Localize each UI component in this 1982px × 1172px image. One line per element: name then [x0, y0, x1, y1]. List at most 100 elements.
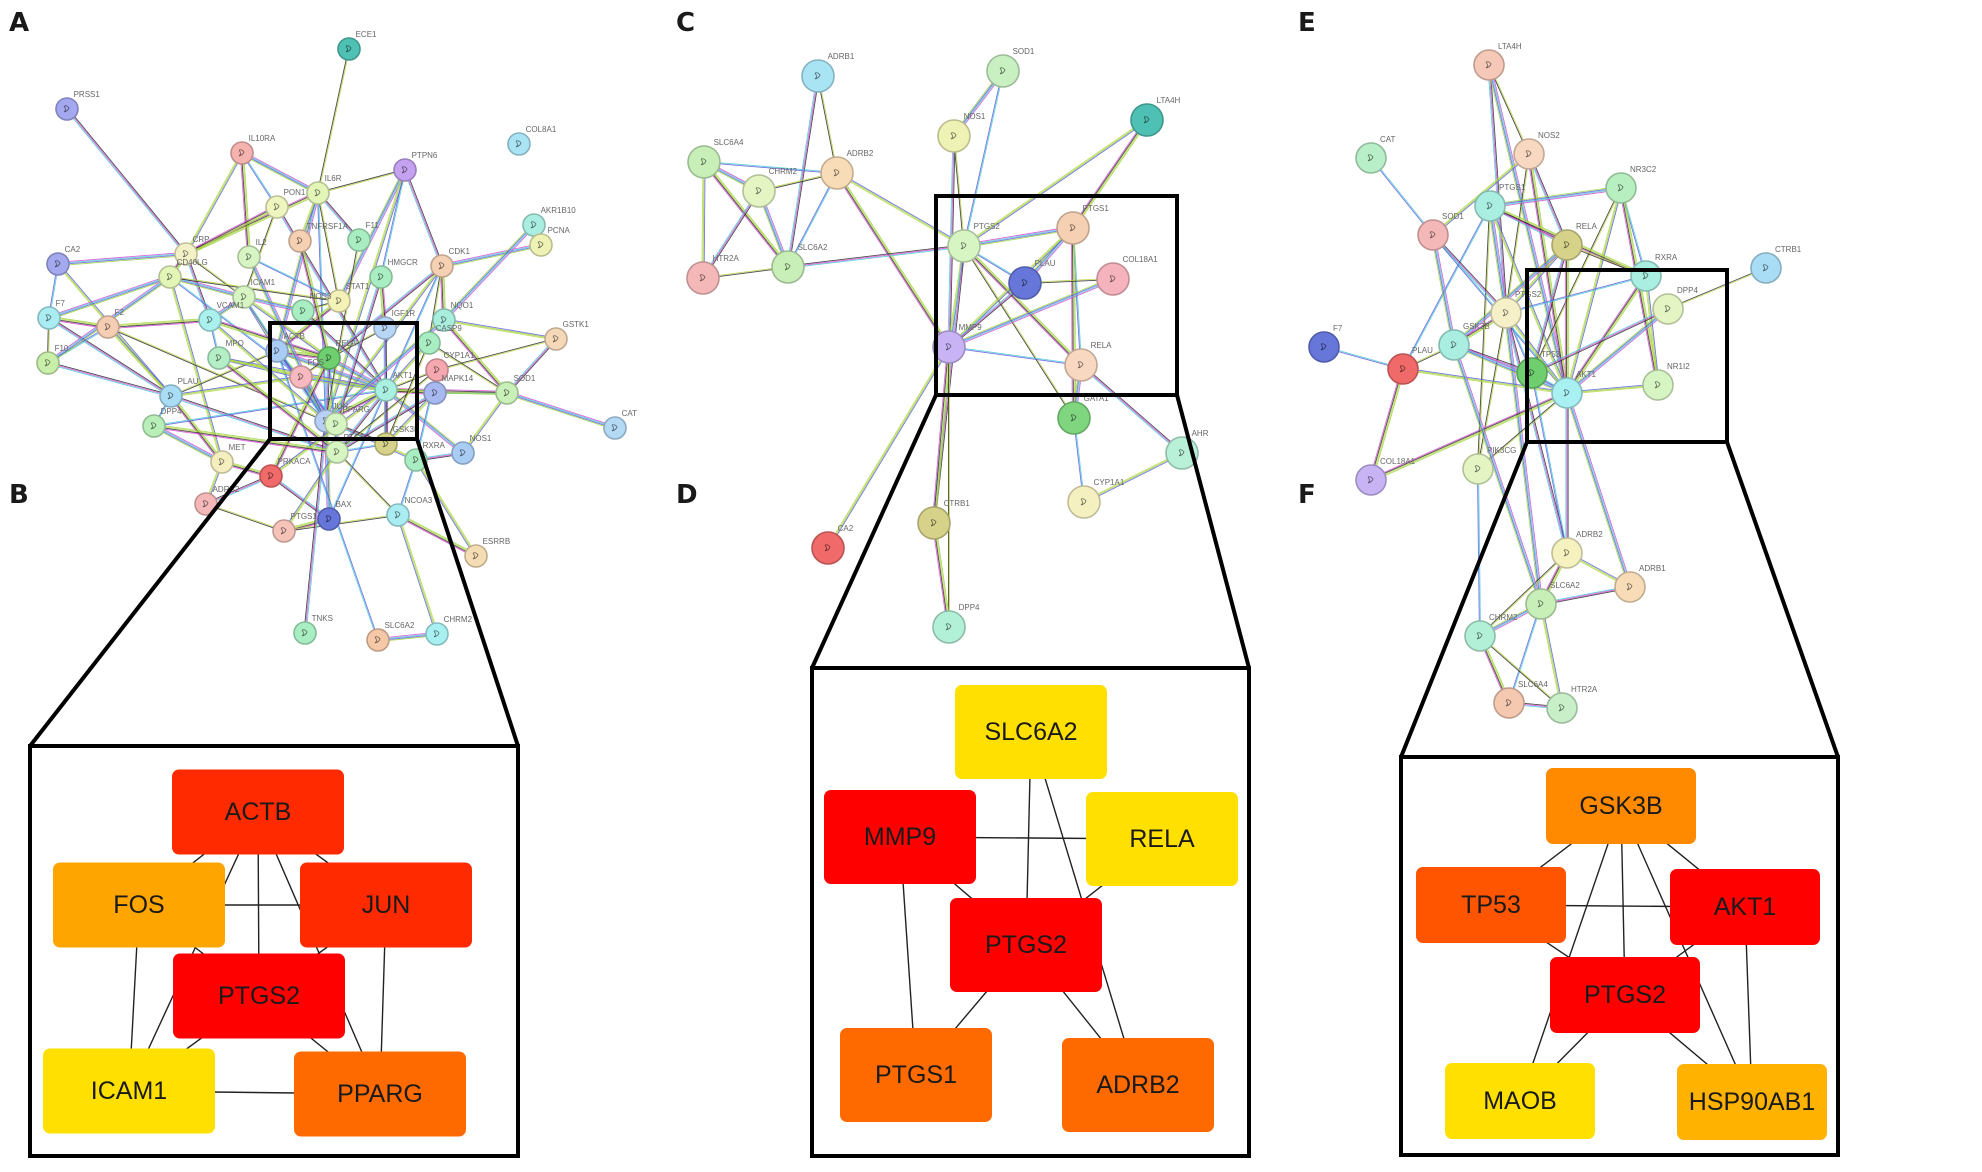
network-a-node[interactable]: NOS3 — [291, 292, 332, 323]
hub-gene-box[interactable] — [300, 862, 472, 948]
network-c-node[interactable]: CYP1A1 — [1067, 478, 1125, 519]
protein-node-circle[interactable] — [603, 416, 627, 440]
protein-node-circle[interactable] — [1490, 297, 1522, 329]
hub-gene-box[interactable] — [1677, 1064, 1827, 1140]
protein-node-circle[interactable] — [289, 365, 313, 389]
protein-node-circle[interactable] — [374, 432, 398, 456]
protein-node-circle[interactable] — [820, 156, 854, 190]
hubD-node-mmp9[interactable]: MMP9 — [824, 790, 976, 884]
protein-node-circle[interactable] — [1551, 229, 1583, 261]
protein-node-circle[interactable] — [1551, 377, 1583, 409]
protein-node-circle[interactable] — [96, 315, 120, 339]
protein-node-circle[interactable] — [232, 285, 256, 309]
network-c-node[interactable]: PTGS1 — [1056, 204, 1109, 245]
protein-node-circle[interactable] — [142, 414, 166, 438]
network-e-node[interactable]: SLC6A2 — [1525, 581, 1580, 620]
network-a-node[interactable]: GSTK1 — [544, 320, 589, 351]
protein-node-circle[interactable] — [337, 37, 361, 61]
protein-node-circle[interactable] — [1064, 348, 1098, 382]
protein-node-circle[interactable] — [1642, 369, 1674, 401]
network-a-node[interactable]: CAT — [603, 409, 637, 440]
protein-node-circle[interactable] — [1387, 353, 1419, 385]
protein-node-circle[interactable] — [1493, 687, 1525, 719]
protein-node-circle[interactable] — [1417, 219, 1449, 251]
network-e-node[interactable]: HTR2A — [1546, 685, 1598, 724]
protein-node-circle[interactable] — [324, 412, 348, 436]
protein-node-circle[interactable] — [237, 245, 261, 269]
hub-gene-box[interactable] — [173, 953, 345, 1039]
network-a-node[interactable]: CA2 — [46, 245, 81, 276]
network-e-node[interactable]: COL18A1 — [1355, 457, 1416, 496]
network-a-node[interactable]: ICAM1 — [232, 278, 276, 309]
network-a-node[interactable]: F10 — [36, 344, 69, 375]
hubB-node-jun[interactable]: JUN — [300, 862, 472, 948]
network-a-node[interactable]: MAPK14 — [423, 374, 474, 405]
network-a-node[interactable]: TNFRSF1A — [288, 222, 349, 253]
protein-node-circle[interactable] — [1516, 357, 1548, 389]
protein-node-circle[interactable] — [386, 503, 410, 527]
network-e-node[interactable]: NOS2 — [1513, 131, 1560, 170]
protein-node-circle[interactable] — [1462, 453, 1494, 485]
network-e-node[interactable]: NR3C2 — [1605, 165, 1657, 204]
network-a-node[interactable]: MET — [210, 443, 246, 474]
network-a-node[interactable]: ADRB2 — [194, 485, 240, 516]
hubF-node-tp53[interactable]: TP53 — [1416, 867, 1566, 943]
protein-node-circle[interactable] — [366, 628, 390, 652]
network-a-node[interactable]: IL6R — [306, 174, 342, 205]
protein-node-circle[interactable] — [947, 229, 981, 263]
hubB-node-pparg[interactable]: PPARG — [294, 1051, 466, 1137]
hubD-node-adrb2[interactable]: ADRB2 — [1062, 1038, 1214, 1132]
hub-gene-box[interactable] — [1550, 957, 1700, 1033]
network-a-node[interactable]: SLC6A2 — [366, 621, 415, 652]
protein-node-circle[interactable] — [522, 213, 546, 237]
protein-node-circle[interactable] — [1546, 692, 1578, 724]
network-c-node[interactable]: CA2 — [811, 524, 854, 565]
protein-node-circle[interactable] — [288, 229, 312, 253]
protein-node-circle[interactable] — [771, 250, 805, 284]
network-c-node[interactable]: ADRB2 — [820, 149, 874, 190]
protein-node-circle[interactable] — [432, 308, 456, 332]
protein-node-circle[interactable] — [369, 265, 393, 289]
protein-node-circle[interactable] — [1438, 329, 1470, 361]
protein-node-circle[interactable] — [686, 261, 720, 295]
protein-node-circle[interactable] — [742, 174, 776, 208]
protein-node-circle[interactable] — [1008, 266, 1042, 300]
hub-gene-box[interactable] — [53, 862, 225, 948]
network-a-node[interactable]: IL10RA — [230, 134, 276, 165]
hubF-node-maob[interactable]: MAOB — [1445, 1063, 1595, 1139]
network-a-node[interactable]: IL2 — [237, 238, 267, 269]
protein-node-circle[interactable] — [265, 195, 289, 219]
protein-node-circle[interactable] — [464, 544, 488, 568]
protein-node-circle[interactable] — [1130, 103, 1164, 137]
protein-node-circle[interactable] — [1551, 537, 1583, 569]
protein-node-circle[interactable] — [347, 228, 371, 252]
network-a-node[interactable]: SOD1 — [495, 374, 536, 405]
protein-node-circle[interactable] — [46, 252, 70, 276]
protein-node-circle[interactable] — [1355, 464, 1387, 496]
hubB-node-ptgs2[interactable]: PTGS2 — [173, 953, 345, 1039]
network-e-node[interactable]: CHRM2 — [1464, 613, 1518, 652]
network-e-node[interactable]: PTGS1 — [1474, 183, 1526, 222]
network-a-node[interactable]: FOS — [289, 358, 324, 389]
network-a-node[interactable]: PLAU — [159, 377, 199, 408]
protein-node-circle[interactable] — [1525, 588, 1557, 620]
network-e-node[interactable]: GSK3B — [1438, 322, 1490, 361]
protein-node-circle[interactable] — [1750, 252, 1782, 284]
network-a-node[interactable]: NCOA3 — [386, 496, 433, 527]
hubD-node-ptgs1[interactable]: PTGS1 — [840, 1028, 992, 1122]
network-a-node[interactable]: ECE1 — [337, 30, 377, 61]
hubB-node-actb[interactable]: ACTB — [172, 769, 344, 855]
network-e-node[interactable]: F7 — [1308, 324, 1343, 363]
hub-gene-box[interactable] — [1086, 792, 1238, 886]
protein-node-circle[interactable] — [1513, 138, 1545, 170]
hub-gene-box[interactable] — [840, 1028, 992, 1122]
network-a-node[interactable]: RELA — [317, 339, 357, 370]
network-e-node[interactable]: ADRB2 — [1551, 530, 1603, 569]
protein-node-circle[interactable] — [1614, 571, 1646, 603]
protein-node-circle[interactable] — [937, 119, 971, 153]
hub-gene-box[interactable] — [1062, 1038, 1214, 1132]
network-c-node[interactable]: GATA1 — [1057, 394, 1109, 435]
network-c-node[interactable]: MMP9 — [932, 323, 982, 364]
protein-node-circle[interactable] — [158, 265, 182, 289]
protein-node-circle[interactable] — [317, 507, 341, 531]
